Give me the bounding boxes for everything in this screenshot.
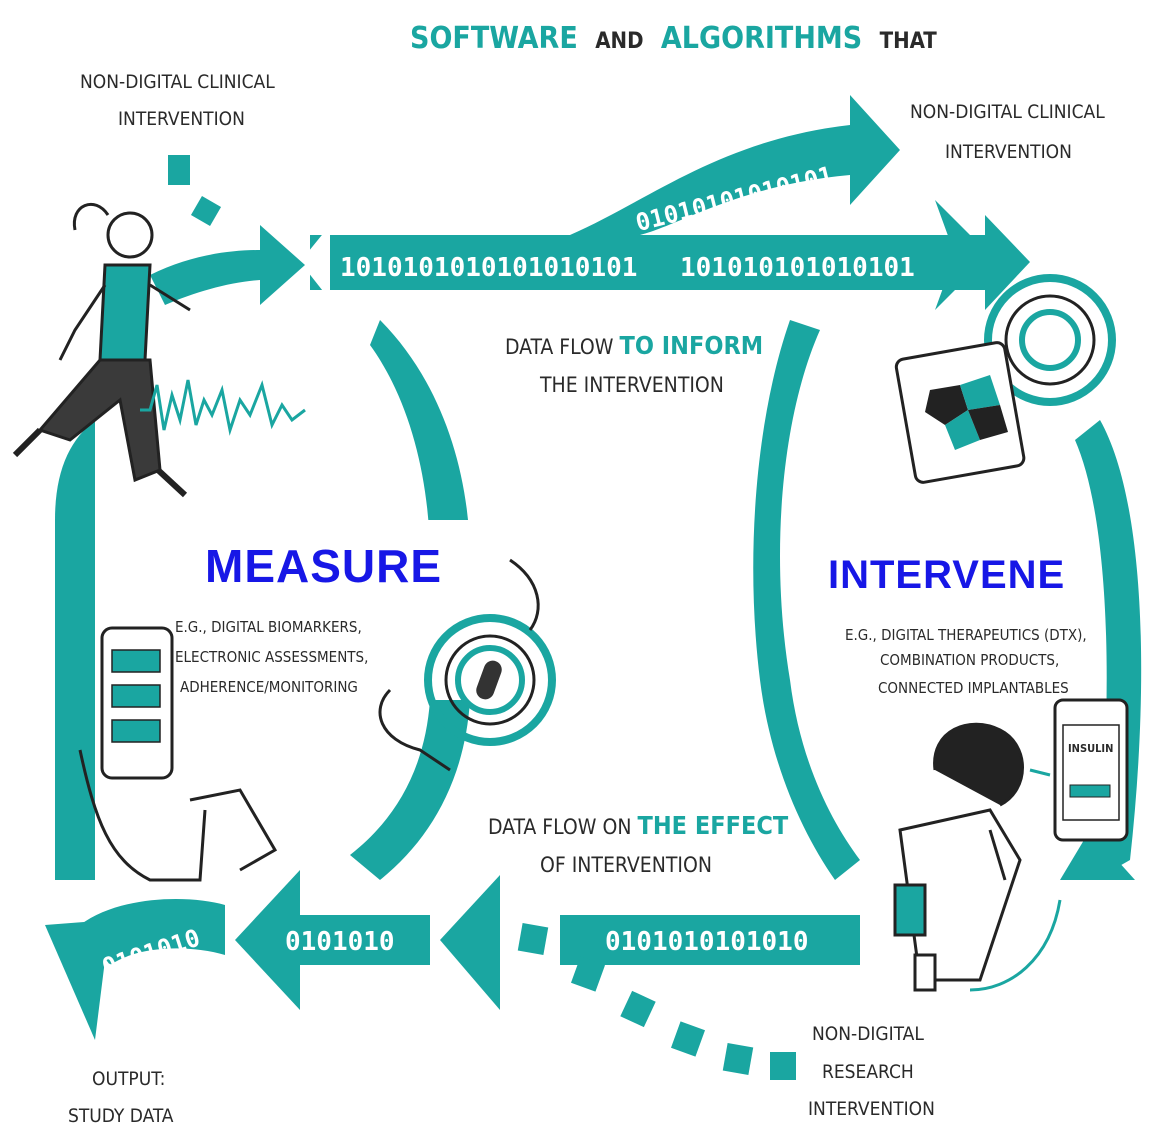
svg-text:INTERVENTION: INTERVENTION [808, 1098, 935, 1120]
svg-text:E.G., DIGITAL BIOMARKERS,: E.G., DIGITAL BIOMARKERS, [175, 618, 362, 636]
svg-text:E.G., DIGITAL THERAPEUTICS (DT: E.G., DIGITAL THERAPEUTICS (DTX), [845, 626, 1087, 644]
svg-text:NON-DIGITAL CLINICAL: NON-DIGITAL CLINICAL [80, 71, 275, 93]
binary-bottom-right: 0101010101010 [605, 927, 809, 957]
svg-text:CONNECTED IMPLANTABLES: CONNECTED IMPLANTABLES [878, 679, 1069, 697]
header-title: SOFTWARE AND ALGORITHMS THAT [410, 21, 937, 56]
svg-text:STUDY DATA: STUDY DATA [68, 1105, 174, 1127]
label-output: OUTPUT: STUDY DATA [68, 1068, 174, 1127]
label-research: NON-DIGITAL RESEARCH INTERVENTION [808, 1023, 935, 1120]
label-effect: DATA FLOW ON THE EFFECT OF INTERVENTION [488, 811, 789, 877]
runner-input-arrow [150, 155, 305, 305]
top-data-band: 1010101010101010101 01010101010101 10101… [300, 95, 1030, 310]
runner-illustration [12, 202, 191, 498]
svg-text:OUTPUT:: OUTPUT: [92, 1068, 165, 1090]
svg-text:OF INTERVENTION: OF INTERVENTION [540, 853, 712, 877]
intervene-title: INTERVENE [828, 553, 1065, 597]
output-arrow: 0101010 [45, 899, 225, 1040]
measure-title-bg [158, 520, 520, 605]
svg-text:THE INTERVENTION: THE INTERVENTION [539, 373, 724, 397]
svg-text:DATA FLOW TO INFORM: DATA FLOW TO INFORM [505, 331, 763, 360]
svg-text:DATA FLOW ON THE EFFECT: DATA FLOW ON THE EFFECT [488, 811, 789, 840]
measure-examples: E.G., DIGITAL BIOMARKERS, ELECTRONIC ASS… [175, 618, 368, 696]
tablet-puzzle-icon [894, 274, 1116, 484]
svg-text:COMBINATION PRODUCTS,: COMBINATION PRODUCTS, [880, 651, 1059, 669]
svg-text:RESEARCH: RESEARCH [822, 1061, 914, 1083]
pill-sensor-icon [378, 558, 556, 772]
left-loop-arrow [55, 320, 470, 880]
svg-text:INTERVENTION: INTERVENTION [118, 108, 245, 130]
intervene-examples: E.G., DIGITAL THERAPEUTICS (DTX), COMBIN… [845, 626, 1087, 697]
binary-top-main: 1010101010101010101 [340, 253, 637, 283]
svg-text:ADHERENCE/MONITORING: ADHERENCE/MONITORING [180, 678, 358, 696]
svg-text:NON-DIGITAL: NON-DIGITAL [812, 1023, 924, 1045]
svg-text:INSULIN: INSULIN [1068, 742, 1113, 755]
binary-bottom-mid: 0101010 [285, 927, 395, 957]
svg-text:ELECTRONIC ASSESSMENTS,: ELECTRONIC ASSESSMENTS, [175, 648, 368, 666]
label-nondigital-right: NON-DIGITAL CLINICAL INTERVENTION [910, 101, 1105, 163]
binary-top-right: 101010101010101 [680, 253, 915, 283]
svg-text:NON-DIGITAL CLINICAL: NON-DIGITAL CLINICAL [910, 101, 1105, 123]
svg-text:INTERVENTION: INTERVENTION [945, 141, 1072, 163]
label-nondigital-left: NON-DIGITAL CLINICAL INTERVENTION [80, 71, 275, 130]
person-devices-illustration [893, 722, 1062, 992]
phone-checklist-icon [78, 626, 278, 882]
measure-title: MEASURE [205, 540, 442, 592]
bottom-data-band: 0101010101010 0101010 [235, 870, 860, 1080]
heartbeat-icon [140, 379, 306, 436]
label-inform: DATA FLOW TO INFORM THE INTERVENTION [505, 331, 763, 397]
insulin-phone-icon: INSULIN [1053, 698, 1129, 842]
